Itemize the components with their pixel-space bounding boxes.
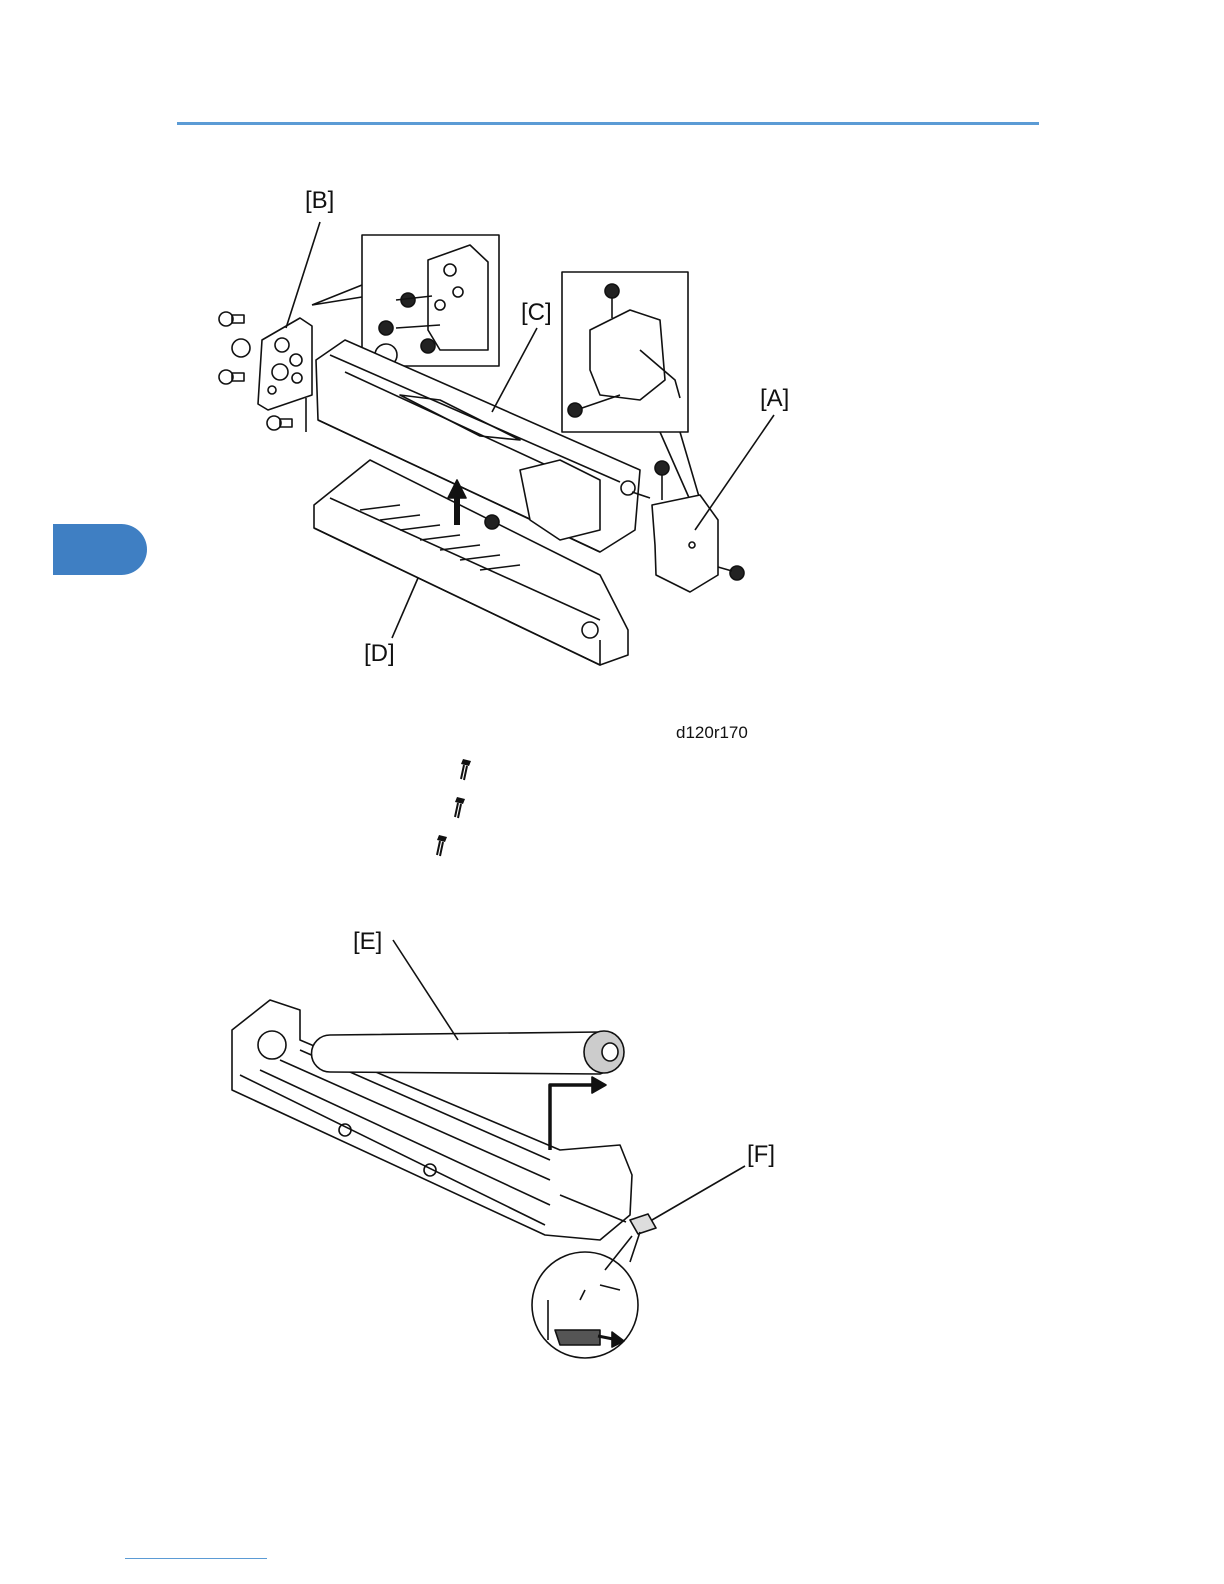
figure-id: d120r170: [676, 723, 748, 743]
drum-e: [312, 1032, 616, 1074]
drum-unit-illustration: [232, 1000, 656, 1358]
side-plate-b: [258, 318, 312, 432]
callout-f: [F]: [747, 1143, 775, 1167]
callout-d: [D]: [364, 642, 395, 666]
footer-rule: [125, 1558, 267, 1559]
callout-a: [A]: [760, 387, 789, 411]
callout-c: [C]: [521, 301, 552, 325]
stopper-f: [630, 1214, 656, 1234]
screw-icon: [449, 795, 469, 821]
screw-icon: [431, 833, 451, 859]
bracket-a: [632, 461, 744, 592]
callout-b: [B]: [305, 189, 334, 213]
callout-e: [E]: [353, 930, 382, 954]
screw-icon: [455, 757, 475, 783]
